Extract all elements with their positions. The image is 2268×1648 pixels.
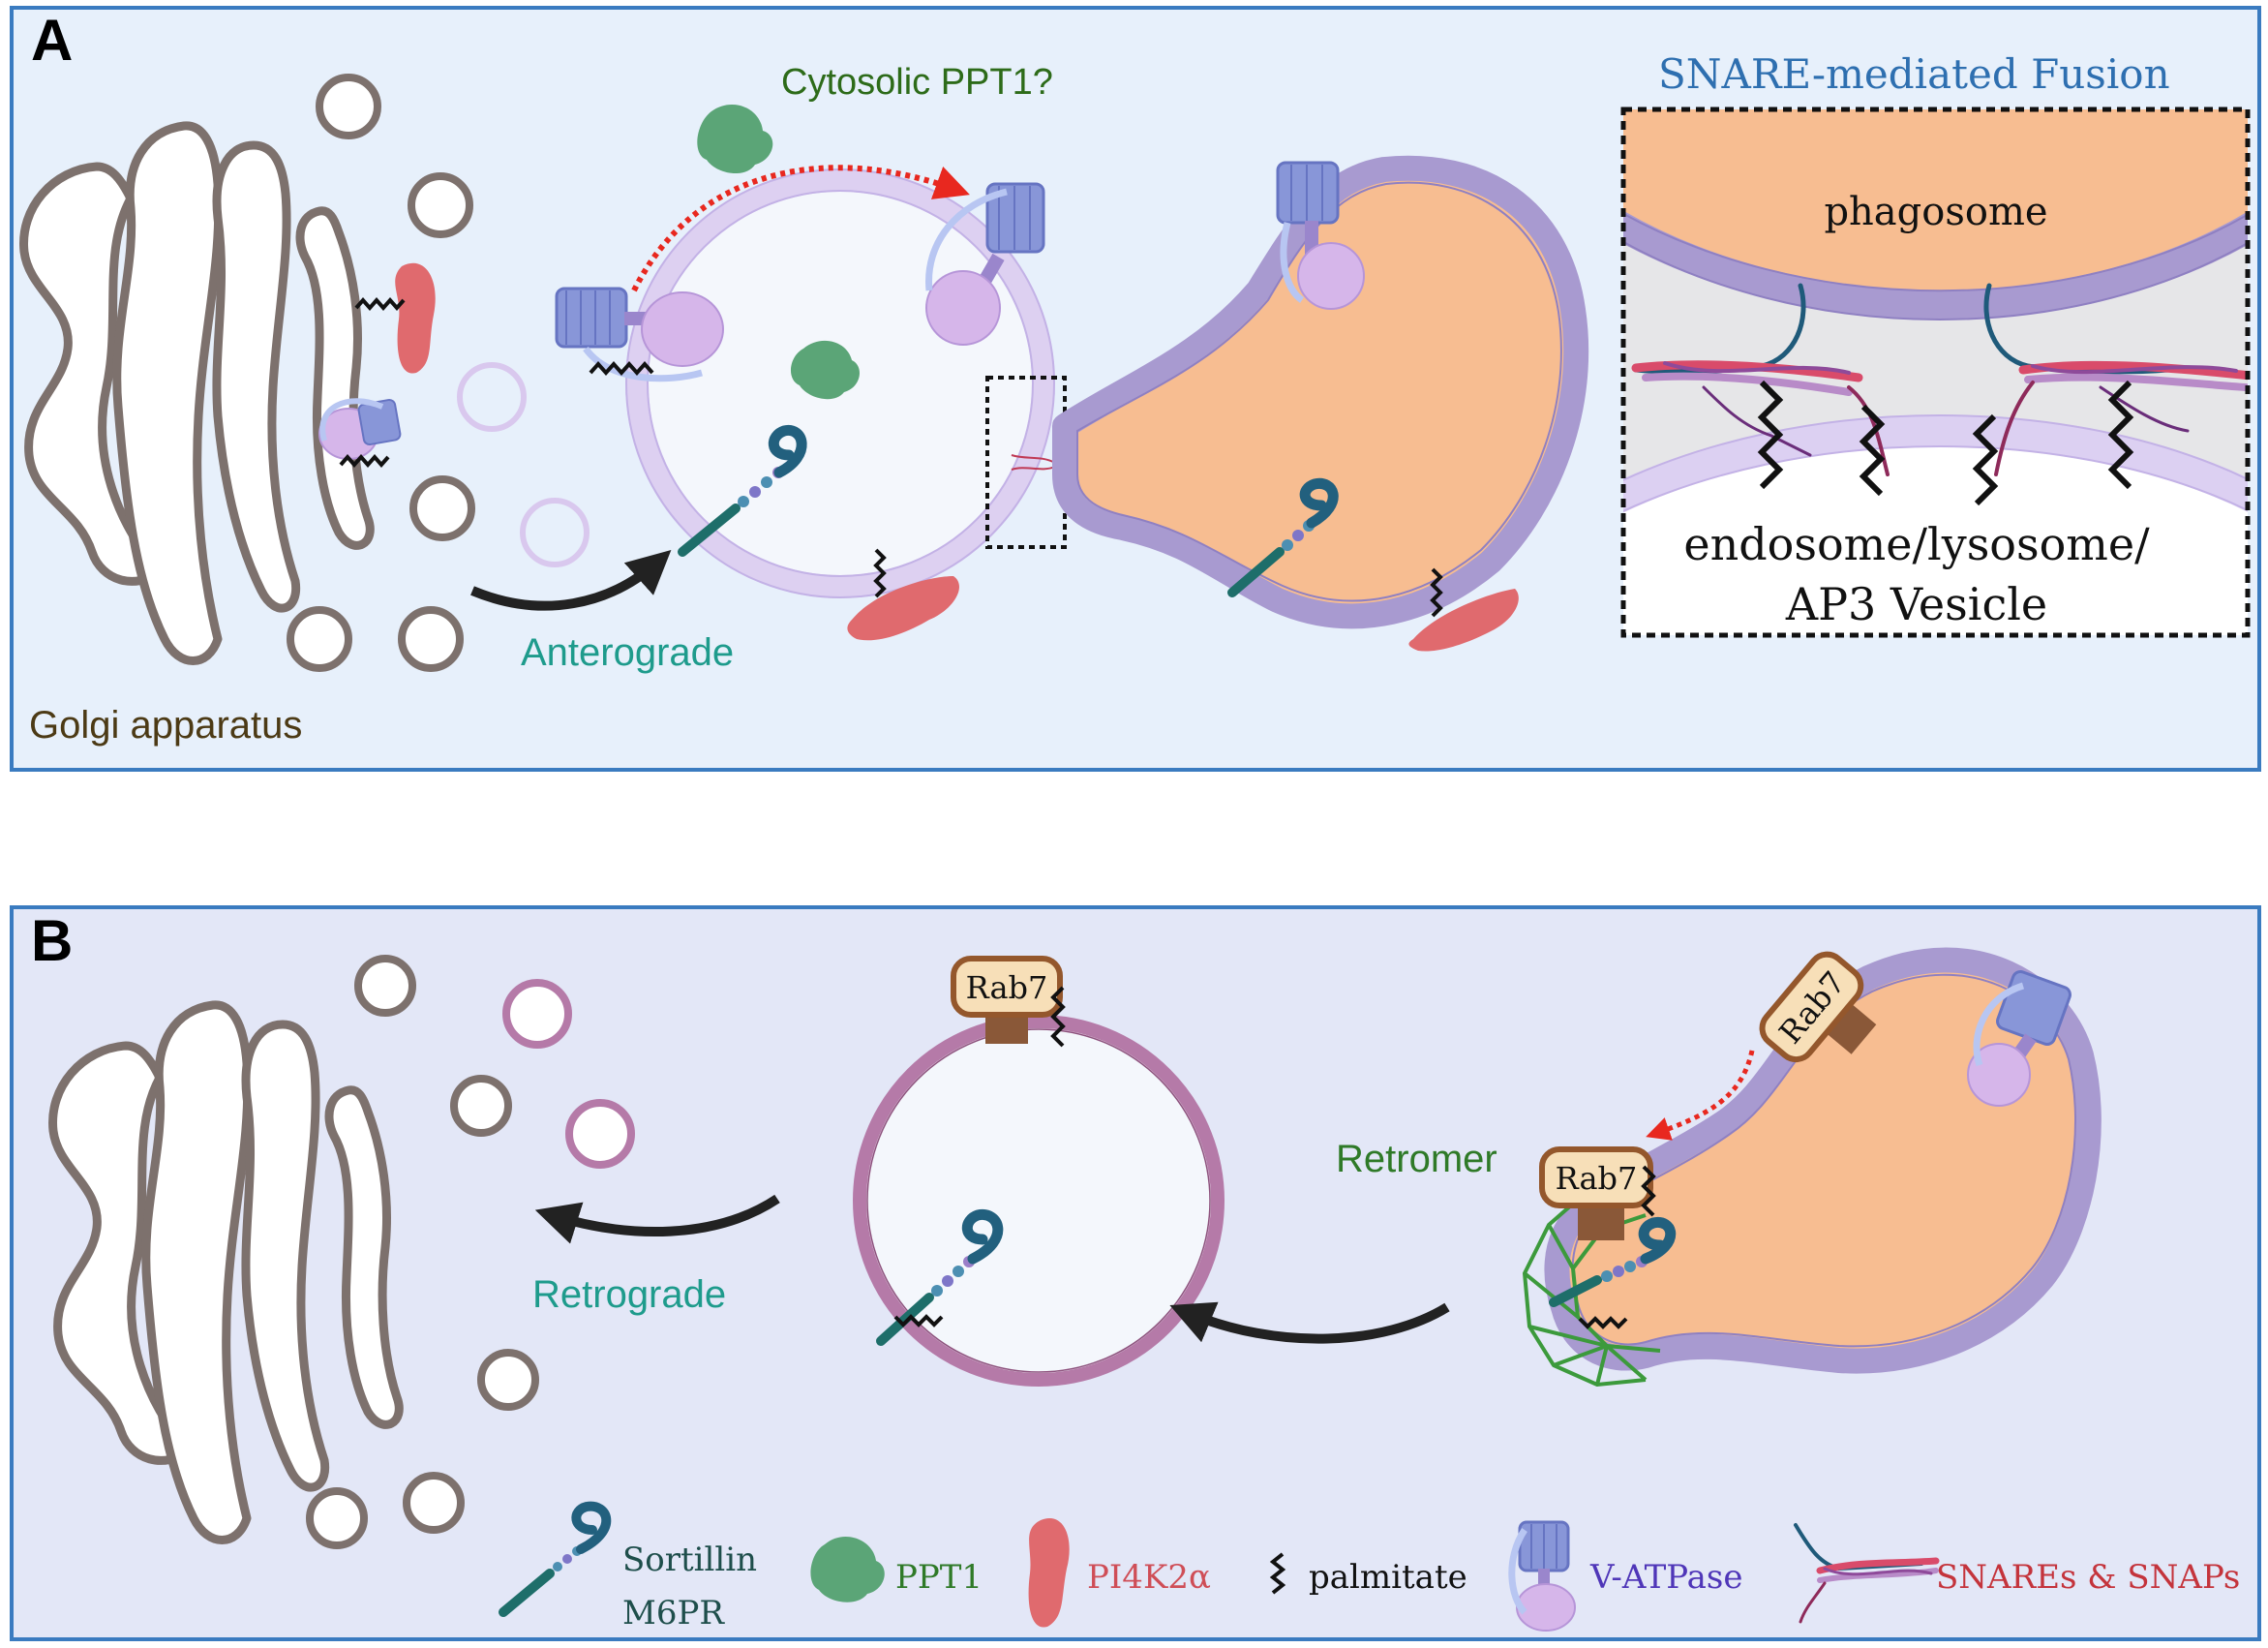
pi4k2a-phagosome-a [1408,589,1519,652]
sortilin-phagosome-a [1227,477,1339,597]
ppt1-lumen-a [790,340,860,400]
legend-pi4k2a-icon [1028,1518,1070,1628]
legend-sortilin-label-1: Sortillin [622,1541,757,1579]
palmitate-golgi-1 [354,296,406,312]
palmitate-rab7-2 [1641,1165,1656,1217]
palmitate-vesicle-1 [589,360,654,377]
vatpase-phagosome-a [1276,161,1365,310]
sortilin-phagosome-b [1549,1216,1677,1307]
palmitate-golgi-2 [339,453,390,469]
snare-bundle-right [1983,283,2248,476]
palmitates-inset [1757,380,2134,506]
anterograde-arrow [470,549,672,611]
rab7-retromer: Rab7 [1539,1146,1653,1240]
retrograde-arrow [534,1194,780,1244]
legend-ppt1: PPT1 [810,1536,983,1602]
inset-phagosome-membrane [1623,210,2248,320]
pi4k2a-golgi [395,262,436,374]
inset-vesicle-label-line1: endosome/lysosome/ [1683,518,2150,570]
panel-a: A Cytosolic PP [10,6,2261,772]
rab7-retro-vesicle: Rab7 [951,956,1063,1044]
vatpase-golgi [318,398,402,460]
legend-snares: SNAREs & SNAPs [1794,1523,2240,1624]
legend-snares-label: SNAREs & SNAPs [1936,1558,2240,1597]
inset-phagosome-label: phagosome [1824,190,2047,234]
golgi-apparatus-b [48,1000,404,1544]
golgi-vesicles-b [306,955,539,1549]
retromer-label: Retromer [1336,1138,1497,1180]
legend-palmitate-icon [1269,1552,1286,1595]
legend-vatpase-icon [1508,1520,1576,1632]
sortilin-vesicle-a [678,425,807,557]
snare-mini-a [1011,454,1056,471]
palmitate-retro-vesicle [893,1314,944,1328]
panel-b: B Retrograde Rab7 [10,905,2261,1641]
anterograde-label: Anterograde [521,631,734,674]
rab7-recruit-arrow [1646,1050,1755,1141]
legend-sortilin-icon [499,1501,612,1617]
inset-vesicle-membrane [1623,415,2248,513]
legend-ppt1-icon [810,1536,885,1602]
snare-inset: phagosome endosome/lysosome/ AP3 Vesicle [1620,107,2251,638]
panel-b-letter: B [31,908,73,973]
inset-vesicle-region [1623,431,2248,635]
vatpase-vesicle-left [555,287,724,382]
vatpase-phagosome-b [1967,970,2071,1107]
legend-palmitate: palmitate [1269,1552,1467,1597]
legend-snares-icon [1794,1523,1940,1624]
legend-palmitate-label: palmitate [1309,1558,1467,1597]
legend-vatpase: V-ATPase [1508,1520,1742,1632]
pi4k2a-vesicle-a [847,576,959,641]
legend-sortilin: Sortillin M6PR [499,1501,757,1633]
vatpase-vesicle-right [925,182,1045,346]
snare-fusion-title: SNARE-mediated Fusion [1658,50,2170,98]
phagosome-a-inner-line [1076,181,1562,602]
inset-vesicle-label-line2: AP3 Vesicle [1785,578,2047,630]
legend: Sortillin M6PR PPT1 PI4K2α palmitate [499,1501,2240,1633]
palmitate-rab7-1 [1050,986,1066,1048]
ppt1-cytosolic-a [697,104,773,174]
golgi-label: Golgi apparatus [29,704,302,747]
sortilin-retro-vesicle [876,1209,1004,1346]
cytosolic-ppt1-label: Cytosolic PPT1? [781,62,1053,103]
rab7-label-1: Rab7 [966,969,1048,1006]
golgi-vesicles-a [287,74,475,672]
ppt1-translocation-arrow [631,165,970,292]
palmitate-phagosome-a [1430,567,1443,618]
phagosome-b-inner-line [1571,973,2076,1348]
palmitate-vesicle-2 [873,548,887,598]
legend-pi4k2a-label: PI4K2α [1087,1558,1211,1597]
palmitate-phagosome-b [1578,1316,1628,1329]
snare-bundle-left [1631,283,1890,476]
legend-vatpase-label: V-ATPase [1589,1558,1742,1597]
retrograde-label: Retrograde [532,1273,726,1316]
retro-vesicle [853,1015,1225,1387]
retrieval-arrow [1169,1301,1450,1344]
legend-ppt1-label: PPT1 [895,1558,983,1597]
budding-vesicles-a [457,362,590,567]
retro-small-vesicles [502,979,635,1169]
legend-pi4k2a: PI4K2α [1028,1518,1211,1628]
rab7-label-2: Rab7 [1556,1160,1638,1197]
phagosome-a [1052,155,1589,629]
inset-phagosome-region [1623,109,2248,304]
legend-sortilin-label-2: M6PR [622,1594,725,1633]
panel-a-letter: A [31,8,73,73]
